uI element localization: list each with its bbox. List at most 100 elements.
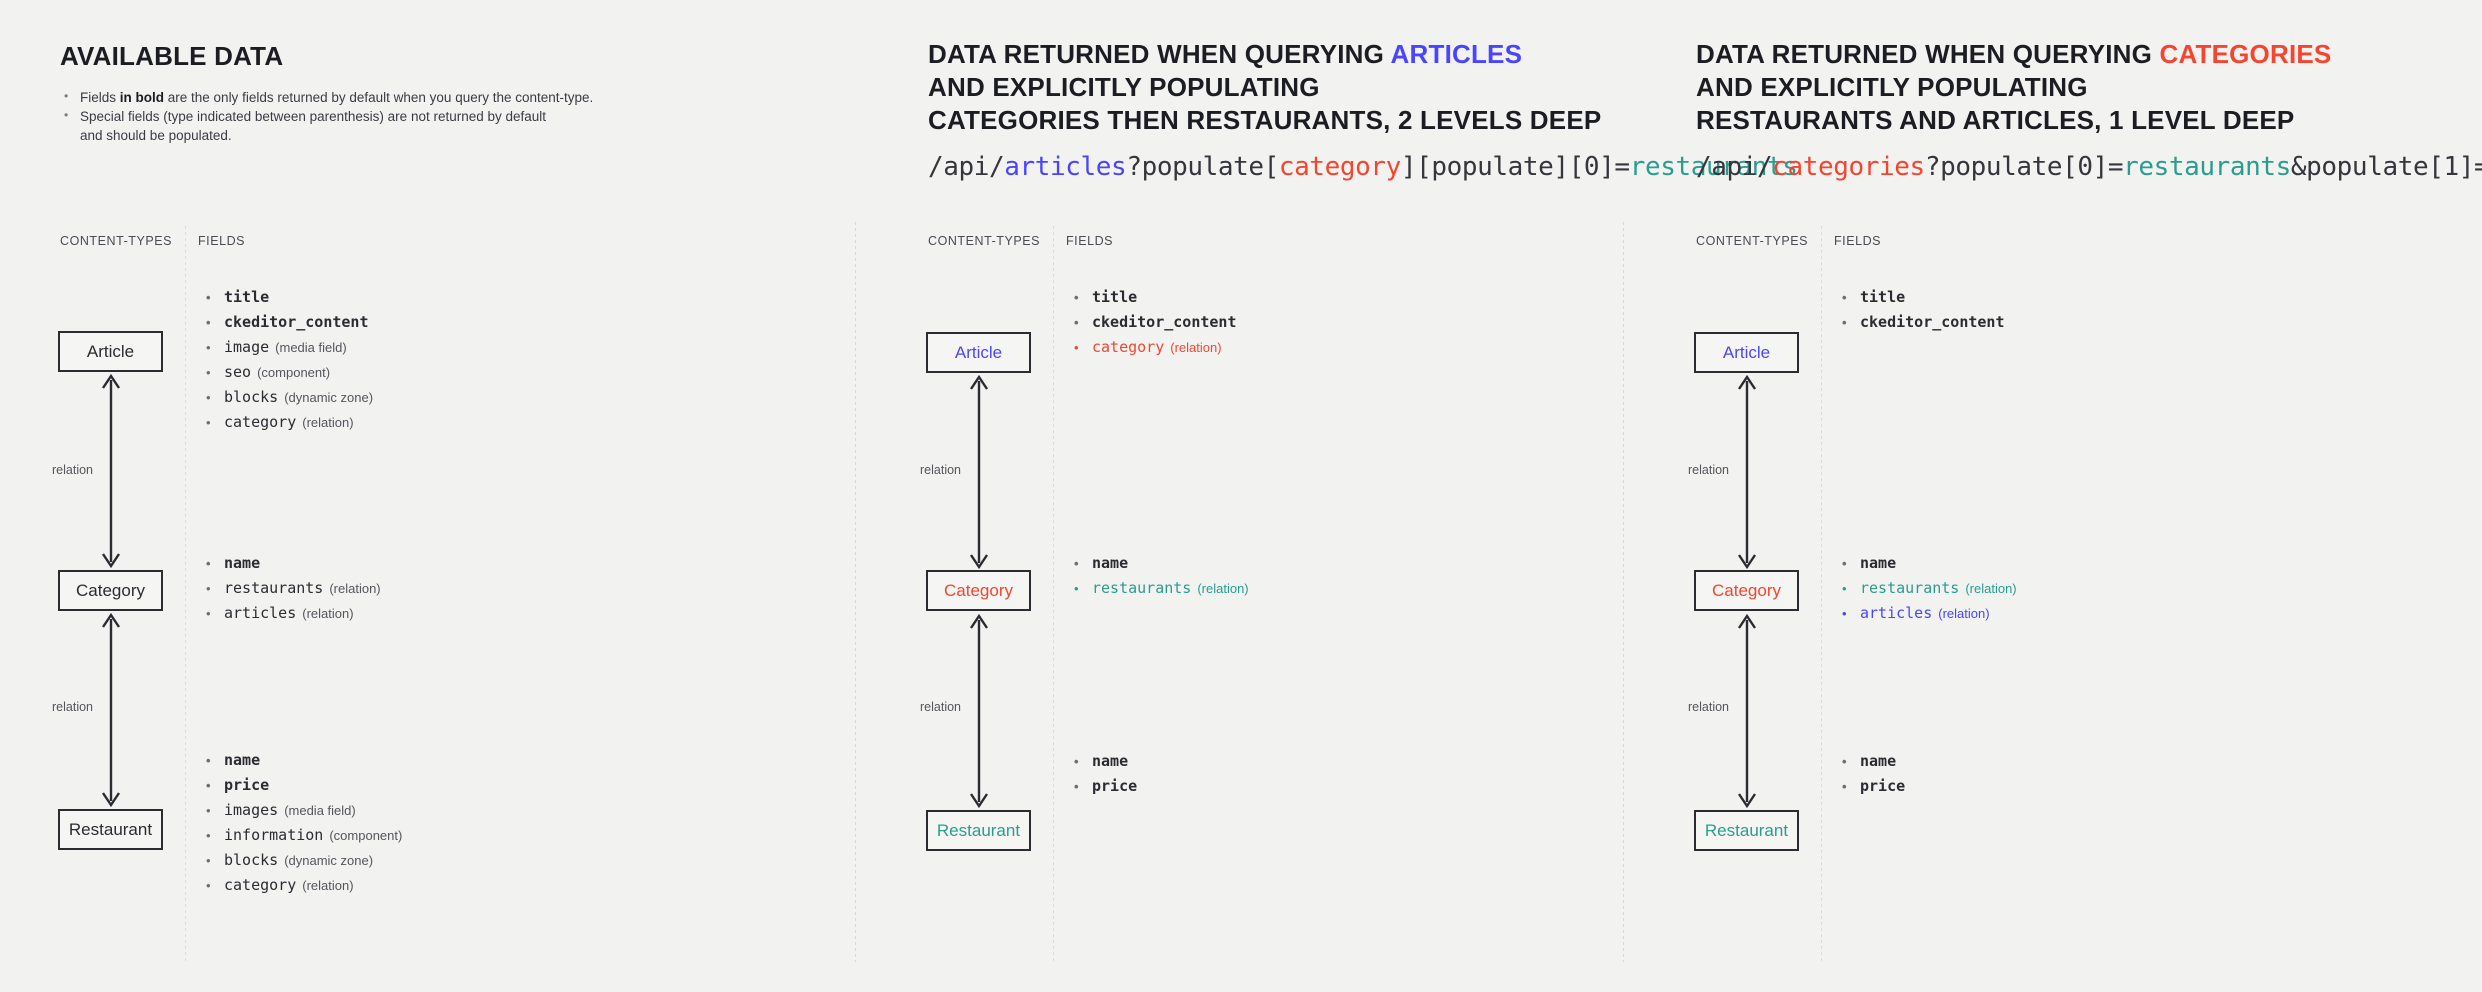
- field-item: restaurants (relation): [202, 576, 381, 601]
- url-part-restaurants: restaurants: [1629, 152, 1798, 182]
- field-name: restaurants: [1092, 579, 1192, 597]
- field-type: [1237, 315, 1243, 330]
- field-item: seo(component): [202, 360, 375, 385]
- field-item: articles(relation): [202, 601, 381, 626]
- field-name: articles: [224, 604, 297, 622]
- field-group-article: title ckeditor_content image(media field…: [202, 285, 375, 435]
- content-type-box-article[interactable]: Article: [1694, 332, 1799, 373]
- field-type: (relation): [329, 581, 381, 596]
- field-name: name: [1860, 554, 1897, 572]
- note-bold: in bold: [119, 90, 165, 105]
- panel-3-title-line-1: DATA RETURNED WHEN QUERYING CATEGORIES: [1696, 38, 2331, 71]
- field-type: [1905, 290, 1911, 305]
- field-type: [1905, 779, 1911, 794]
- field-type: [1137, 290, 1143, 305]
- field-name: name: [1092, 752, 1129, 770]
- url-part-articles: articles: [1004, 152, 1127, 182]
- field-item: blocks(dynamic zone): [202, 848, 402, 873]
- content-type-box-restaurant[interactable]: Restaurant: [1694, 810, 1799, 851]
- panel-2-title: DATA RETURNED WHEN QUERYING ARTICLES AND…: [928, 38, 1601, 137]
- field-item: category(relation): [202, 410, 375, 435]
- field-item: category(relation): [202, 873, 402, 898]
- field-type: [1896, 556, 1902, 571]
- content-type-box-category[interactable]: Category: [1694, 570, 1799, 611]
- note-post: are the only fields returned by default …: [164, 90, 594, 105]
- field-group-category: name restaurants(relation) articles(rela…: [1838, 551, 2017, 626]
- column-label-fields: FIELDS: [198, 234, 246, 248]
- field-name: ckeditor_content: [1092, 313, 1237, 331]
- field-item: images(media field): [202, 798, 402, 823]
- note-pre: Special fields (type indicated between p…: [80, 109, 547, 124]
- field-type: (relation): [1170, 340, 1222, 355]
- field-name: price: [1092, 777, 1138, 795]
- content-type-box-category[interactable]: Category: [58, 570, 163, 611]
- panel-query-categories: DATA RETURNED WHEN QUERYING CATEGORIES A…: [1624, 0, 2482, 992]
- field-item: restaurants(relation): [1838, 576, 2017, 601]
- field-list: name price: [1070, 749, 1143, 799]
- field-name: restaurants: [224, 579, 324, 597]
- field-name: blocks: [224, 388, 279, 406]
- relation-label: relation: [52, 700, 93, 714]
- content-type-box-restaurant[interactable]: Restaurant: [926, 810, 1031, 851]
- inner-dotted-rule: [1821, 226, 1822, 962]
- field-type: [269, 290, 275, 305]
- field-type: [2005, 315, 2011, 330]
- content-type-box-article[interactable]: Article: [926, 332, 1031, 373]
- url-part: /api/: [1696, 152, 1773, 182]
- panel-3-title-line-2: AND EXPLICITLY POPULATING: [1696, 72, 2088, 102]
- field-item: category (relation): [1070, 335, 1243, 360]
- panel-1-title: AVAILABLE DATA: [60, 40, 283, 73]
- field-type: (dynamic zone): [284, 390, 374, 405]
- field-type: [1128, 754, 1134, 769]
- content-type-box-article[interactable]: Article: [58, 331, 163, 372]
- panel-3-title-line-3: RESTAURANTS AND ARTICLES, 1 LEVEL DEEP: [1696, 105, 2295, 135]
- field-list: name restaurants (relation) articles(rela…: [202, 551, 381, 626]
- field-list: name restaurants(relation): [1070, 551, 1249, 601]
- column-label-content-types: CONTENT-TYPES: [1696, 234, 1809, 248]
- field-name: category: [224, 876, 297, 894]
- field-list: title ckeditor_content image(media field…: [202, 285, 375, 435]
- field-list: title ckeditor_content: [1838, 285, 2011, 335]
- column-label-content-types: CONTENT-TYPES: [60, 234, 173, 248]
- field-list: title ckeditor_content category (relation…: [1070, 285, 1243, 360]
- title-accent: ARTICLES: [1390, 39, 1523, 69]
- field-type: [1128, 556, 1134, 571]
- field-type: [1896, 754, 1902, 769]
- field-name: name: [1860, 752, 1897, 770]
- field-name: title: [1092, 288, 1138, 306]
- field-item: price: [202, 773, 402, 798]
- relation-label: relation: [920, 463, 961, 477]
- field-name: ckeditor_content: [1860, 313, 2005, 331]
- relation-arrow-category-restaurant: [966, 612, 992, 810]
- field-name: title: [224, 288, 270, 306]
- field-item: name: [202, 551, 381, 576]
- field-item: name: [1838, 551, 2017, 576]
- field-type: [369, 315, 375, 330]
- url-part: ?populate[: [1126, 152, 1279, 182]
- content-type-box-category[interactable]: Category: [926, 570, 1031, 611]
- content-type-box-restaurant[interactable]: Restaurant: [58, 809, 163, 850]
- field-item: title: [1838, 285, 2011, 310]
- field-name: category: [1092, 338, 1165, 356]
- field-item: ckeditor_content: [1838, 310, 2011, 335]
- field-type: [260, 753, 266, 768]
- field-type: (component): [329, 828, 403, 843]
- column-label-content-types: CONTENT-TYPES: [928, 234, 1041, 248]
- relation-label: relation: [52, 463, 93, 477]
- field-item: ckeditor_content: [202, 310, 375, 335]
- title-accent: CATEGORIES: [2159, 39, 2332, 69]
- field-name: price: [1860, 777, 1906, 795]
- panel-divider-2-3: [1623, 222, 1624, 962]
- field-type: [1137, 779, 1143, 794]
- panel-3-url: /api/categories?populate[0]=restaurants&…: [1696, 152, 2482, 182]
- field-type: (relation): [1197, 581, 1249, 596]
- field-group-category: name restaurants (relation) articles(rela…: [202, 551, 381, 626]
- field-item: articles(relation): [1838, 601, 2017, 626]
- column-label-fields: FIELDS: [1066, 234, 1114, 248]
- url-part-categories: categories: [1772, 152, 1925, 182]
- field-group-restaurant: name price: [1070, 749, 1143, 799]
- field-name: information: [224, 826, 324, 844]
- url-part-category: category: [1278, 152, 1401, 182]
- field-name: price: [224, 776, 270, 794]
